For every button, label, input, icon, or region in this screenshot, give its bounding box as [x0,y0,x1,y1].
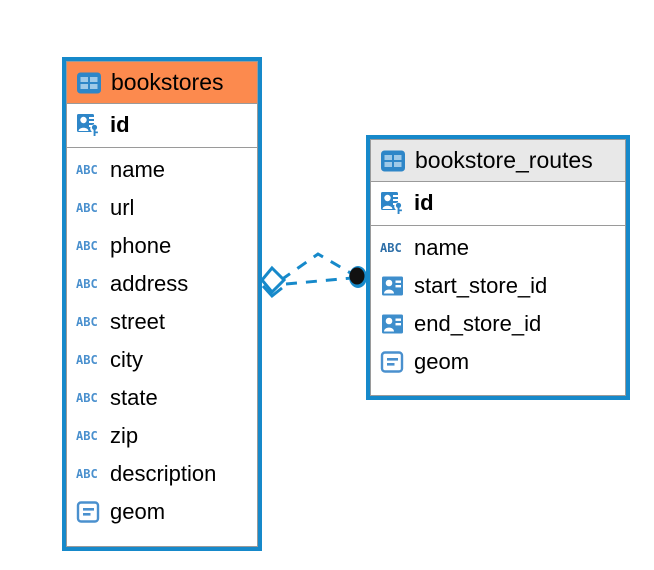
svg-text:ABC: ABC [380,241,402,255]
text-abc-icon: ABC [76,352,102,368]
field-row-street[interactable]: ABC street [67,303,257,341]
svg-text:ABC: ABC [76,163,98,177]
field-row-address[interactable]: ABC address [67,265,257,303]
field-row-description[interactable]: ABC description [67,455,257,493]
svg-text:ABC: ABC [76,277,98,291]
field-row-name[interactable]: ABC name [371,229,625,267]
primary-key-block: id [371,182,625,226]
primary-key-icon [380,190,406,216]
entity-header[interactable]: bookstore_routes [371,140,625,182]
text-abc-icon: ABC [76,428,102,444]
entity-bookstore-routes[interactable]: bookstore_routes [366,135,630,400]
field-label: name [110,157,166,182]
field-label: phone [110,233,172,258]
field-label: start_store_id [414,273,548,298]
svg-text:ABC: ABC [76,239,98,253]
field-row-state[interactable]: ABC state [67,379,257,417]
field-row-url[interactable]: ABC url [67,189,257,227]
svg-text:ABC: ABC [76,315,98,329]
text-abc-icon: ABC [380,240,406,256]
field-label: address [110,271,189,296]
field-label: id [110,112,130,137]
field-row-city[interactable]: ABC city [67,341,257,379]
field-row-geom[interactable]: geom [371,343,625,381]
field-row-primary-key[interactable]: id [67,106,257,144]
entity-title: bookstore_routes [415,147,593,173]
text-abc-icon: ABC [76,466,102,482]
svg-text:ABC: ABC [76,201,98,215]
geometry-icon [76,500,102,524]
relationship-line-straight [285,276,353,286]
entity-title: bookstores [111,69,224,95]
field-row-end-store-id[interactable]: end_store_id [371,305,625,343]
table-icon [380,149,406,173]
filled-dot-endpoint-icon [349,266,367,288]
field-label: description [110,461,217,486]
field-label: street [110,309,166,334]
field-label: url [110,195,135,220]
primary-key-block: id [67,104,257,148]
field-row-name[interactable]: ABC name [67,151,257,189]
field-row-phone[interactable]: ABC phone [67,227,257,265]
text-abc-icon: ABC [76,162,102,178]
geometry-icon [380,350,406,374]
text-abc-icon: ABC [76,390,102,406]
foreign-key-icon [380,274,406,298]
field-label: name [414,235,470,260]
field-list: ABC name [371,226,625,385]
entity-bookstores[interactable]: bookstores [62,57,262,551]
field-label: state [110,385,158,410]
field-row-start-store-id[interactable]: start_store_id [371,267,625,305]
entity-body: bookstores [66,61,258,547]
entity-body: bookstore_routes [370,139,626,396]
field-list: ABC name ABC url [67,148,257,535]
field-row-primary-key[interactable]: id [371,184,625,222]
field-row-geom[interactable]: geom [67,493,257,531]
field-label: geom [414,349,470,374]
field-label: id [414,190,434,215]
field-label: zip [110,423,139,448]
svg-text:ABC: ABC [76,353,98,367]
primary-key-icon [76,112,102,138]
entity-header[interactable]: bookstores [67,62,257,104]
field-label: city [110,347,143,372]
field-row-zip[interactable]: ABC zip [67,417,257,455]
svg-text:ABC: ABC [76,391,98,405]
svg-text:ABC: ABC [76,429,98,443]
svg-text:ABC: ABC [76,467,98,481]
text-abc-icon: ABC [76,314,102,330]
foreign-key-icon [380,312,406,336]
text-abc-icon: ABC [76,276,102,292]
field-label: end_store_id [414,311,542,336]
field-label: geom [110,499,166,524]
relationship-line-arc [280,252,355,282]
text-abc-icon: ABC [76,238,102,254]
text-abc-icon: ABC [76,200,102,216]
diamond-endpoint-icon [260,265,287,299]
table-icon [76,71,102,95]
